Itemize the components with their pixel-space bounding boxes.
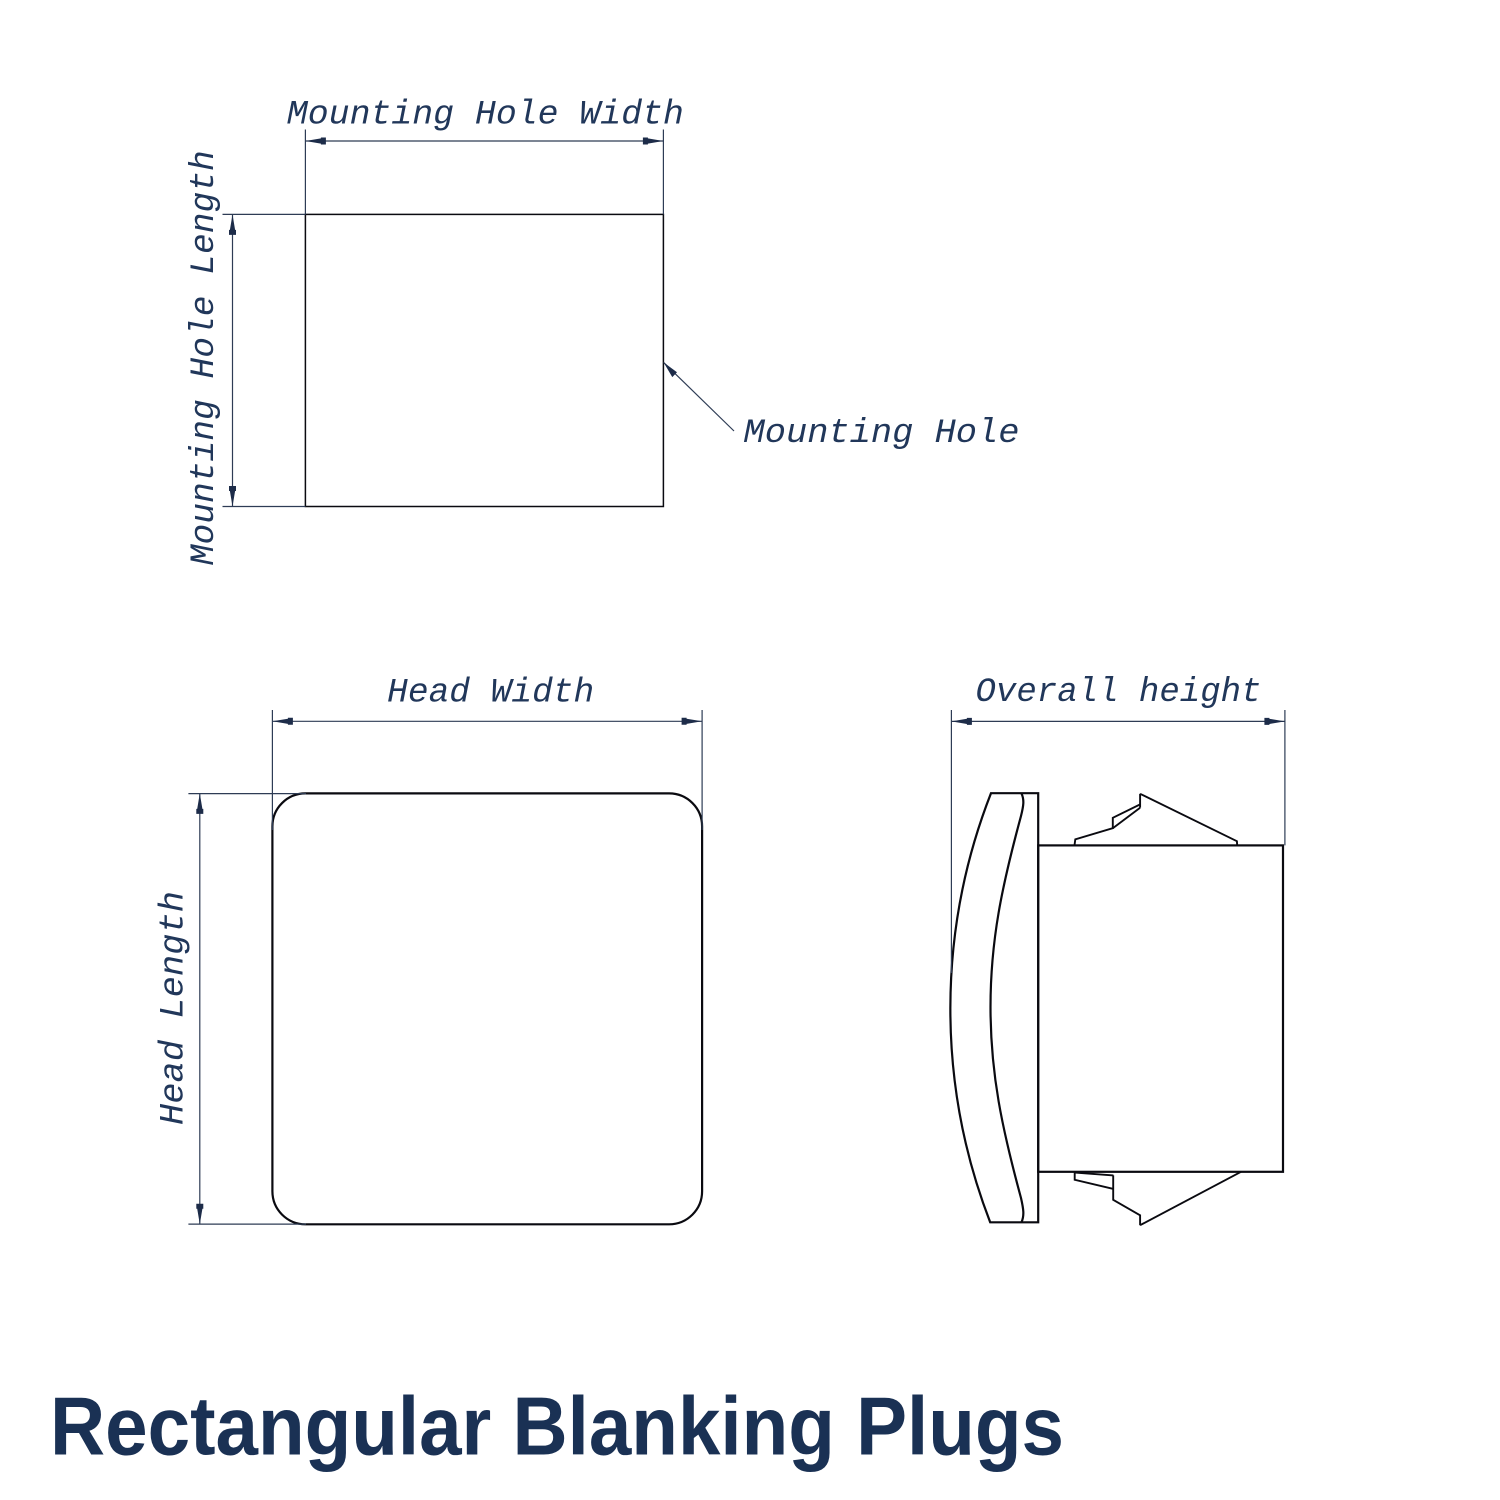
svg-text:Head Length: Head Length bbox=[156, 891, 194, 1125]
svg-text:Mounting Hole: Mounting Hole bbox=[744, 415, 1020, 453]
svg-text:Overall height: Overall height bbox=[976, 674, 1262, 712]
svg-text:Rectangular Blanking Plugs: Rectangular Blanking Plugs bbox=[50, 1380, 1064, 1473]
svg-text:Head Width: Head Width bbox=[387, 675, 594, 713]
svg-text:Mounting Hole Length: Mounting Hole Length bbox=[186, 150, 224, 565]
svg-text:Mounting Hole Width: Mounting Hole Width bbox=[287, 97, 684, 135]
